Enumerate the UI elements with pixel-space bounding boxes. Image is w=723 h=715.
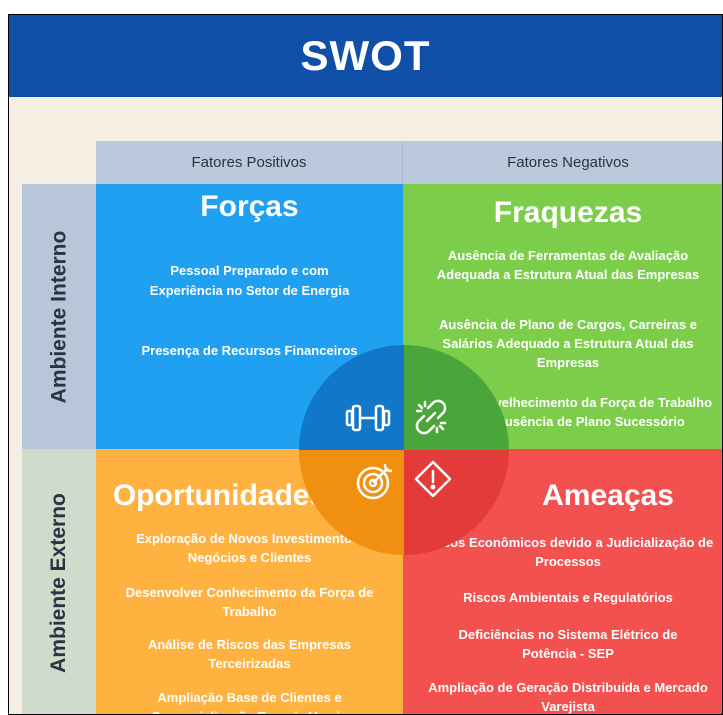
opportunities-item: Desenvolver Conhecimento da Força de (125, 585, 374, 600)
opportunities-item: Trabalho (222, 604, 277, 619)
weaknesses-item: Adequada a Estrutura Atual das Empresas (436, 267, 700, 282)
opportunities-item: Negócios e Clientes (187, 550, 312, 565)
opportunities-title: Oportunidades (112, 479, 327, 512)
threats-title: Ameaças (542, 479, 674, 512)
row-label-external: Ambiente Externo (47, 492, 71, 673)
strengths-item: Presença de Recursos Financeiros (141, 343, 358, 358)
weaknesses-item: e Ausência de Plano Sucessório (485, 414, 685, 429)
row-header-external: Ambiente Externo (22, 449, 96, 714)
threats-item: Riscos Econômicos devido a Judicializaçã… (422, 535, 714, 550)
opportunities-item: Comercialização Energia Varejo (96, 707, 403, 714)
broken-link-icon (415, 399, 447, 435)
column-header-negative: Fatores Negativos (403, 141, 722, 184)
row-header-internal: Ambiente Interno (22, 184, 96, 449)
page-title: SWOT (300, 32, 431, 79)
warning-icon (414, 460, 452, 498)
header-bar: SWOT (9, 15, 722, 97)
opportunities-item: Ampliação Base de Clientes e (157, 690, 342, 705)
weaknesses-item: Envelhecimento da Força de Trabalho (477, 395, 713, 410)
weaknesses-item: Salários Adequado a Estrutura Atual das (442, 336, 694, 351)
threats-item: Varejista (541, 699, 595, 714)
column-header-positive: Fatores Positivos (96, 141, 403, 184)
opportunities-item: Terceirizadas (208, 656, 291, 671)
strengths-item: Experiência no Setor de Energia (149, 283, 350, 298)
weaknesses-item: Ausência de Ferramentas de Avaliação (447, 248, 689, 263)
weaknesses-item: Empresas (536, 355, 600, 370)
opportunities-item: Exploração de Novos Investimentos, (136, 531, 363, 546)
opportunities-item: Análise de Riscos das Empresas (147, 637, 352, 652)
weaknesses-item: Ausência de Plano de Cargos, Carreiras e (439, 317, 697, 332)
swot-diagram: SWOT Fatores Positivos Fatores Negativos… (8, 14, 723, 715)
weaknesses-quadrant: Fraquezas Ausência de Ferramentas de Ava… (403, 184, 722, 449)
threats-item: Riscos Ambientais e Regulatórios (463, 590, 673, 605)
strengths-item: Pessoal Preparado e com (170, 263, 329, 278)
target-icon (356, 463, 393, 500)
threats-item: Ampliação de Geração Distribuída e Merca… (428, 680, 708, 695)
strengths-title: Forças (200, 190, 299, 223)
threats-item: Potência - SEP (522, 646, 614, 661)
dumbbell-icon (345, 404, 391, 432)
column-label-positive: Fatores Positivos (191, 154, 307, 171)
weaknesses-title: Fraquezas (493, 196, 643, 229)
column-label-negative: Fatores Negativos (507, 154, 629, 171)
threats-item: Processos (535, 554, 601, 569)
threats-item: Deficiências no Sistema Elétrico de (458, 627, 678, 642)
row-label-internal: Ambiente Interno (47, 230, 70, 403)
